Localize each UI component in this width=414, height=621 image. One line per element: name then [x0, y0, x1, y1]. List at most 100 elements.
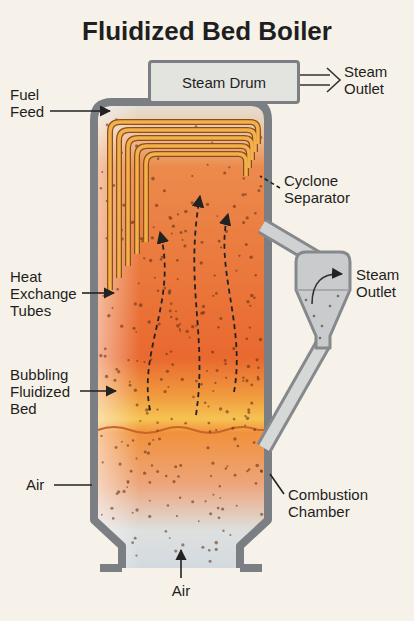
- particle: [107, 314, 110, 317]
- part-label: Fuel Feed: [10, 86, 62, 120]
- label-wrap: Heat Exchange Tubes: [10, 268, 90, 319]
- flow-arrow: [224, 214, 236, 392]
- particle: [256, 358, 259, 361]
- particle: [170, 418, 172, 420]
- cyclone-seam: [296, 289, 350, 291]
- particle: [155, 204, 158, 207]
- particle: [192, 396, 194, 398]
- particle: [156, 422, 158, 424]
- particle: [218, 240, 221, 243]
- particle: [253, 296, 256, 299]
- particle: [321, 325, 324, 328]
- particle: [135, 457, 137, 459]
- particle: [218, 516, 221, 519]
- part-label: Steam Outlet: [344, 63, 406, 97]
- particle: [112, 517, 115, 520]
- particle: [102, 461, 104, 463]
- leader-line: [270, 474, 284, 494]
- particle: [244, 425, 246, 427]
- particle: [224, 363, 227, 366]
- particle: [116, 288, 118, 290]
- particle: [219, 497, 221, 499]
- particle: [184, 422, 187, 425]
- particle: [117, 370, 120, 373]
- particle: [260, 469, 263, 472]
- particle: [195, 380, 198, 383]
- tube-outline: [128, 138, 252, 266]
- particle: [169, 310, 172, 313]
- particle: [161, 256, 164, 259]
- particle: [165, 530, 168, 533]
- label-wrap: Steam Outlet: [344, 63, 406, 97]
- particle: [181, 543, 184, 546]
- particle: [207, 405, 209, 407]
- steam-drum: Steam Drum: [148, 60, 300, 104]
- particle: [110, 507, 113, 510]
- particle: [104, 355, 107, 358]
- particle: [198, 520, 200, 522]
- particle: [217, 326, 219, 328]
- particle: [151, 177, 155, 181]
- particle: [329, 305, 332, 308]
- particle: [132, 439, 134, 441]
- particle: [206, 203, 209, 206]
- particle: [219, 317, 222, 320]
- label-wrap: Fuel Feed: [10, 86, 62, 120]
- particle: [101, 171, 103, 173]
- particle: [219, 485, 221, 487]
- particle: [246, 416, 249, 419]
- particle: [139, 303, 143, 307]
- particle: [131, 541, 134, 544]
- particle: [134, 302, 137, 305]
- particle: [209, 560, 212, 563]
- tube: [146, 154, 246, 242]
- tube: [137, 146, 249, 254]
- return-leg-pipe-core: [264, 344, 323, 448]
- particle: [176, 515, 178, 517]
- particle: [154, 277, 156, 279]
- particle: [168, 216, 170, 218]
- leader-arrow: [82, 292, 114, 294]
- label-wrap: Combustion Chamber: [288, 486, 384, 520]
- particle: [260, 185, 263, 188]
- tube-outline: [119, 130, 255, 278]
- particle: [236, 505, 238, 507]
- particle: [244, 193, 246, 195]
- particle: [220, 246, 222, 248]
- particle: [138, 282, 140, 284]
- tube: [128, 138, 252, 266]
- particle: [200, 383, 203, 386]
- particle: [139, 420, 141, 422]
- particle: [169, 217, 172, 220]
- particle: [129, 381, 131, 383]
- particle: [179, 497, 181, 499]
- particle: [184, 230, 187, 233]
- particle: [156, 470, 159, 473]
- particle: [257, 189, 260, 192]
- particle: [112, 307, 114, 309]
- part-label: Combustion Chamber: [288, 486, 384, 520]
- particle: [221, 507, 224, 510]
- diagram-title: Fluidized Bed Boiler: [0, 16, 414, 47]
- particle: [160, 258, 163, 261]
- particle: [337, 295, 340, 298]
- particle: [253, 441, 256, 444]
- particle: [233, 205, 236, 208]
- particle: [135, 331, 137, 333]
- particle: [182, 239, 184, 241]
- bed-surface: [98, 427, 266, 433]
- particle: [191, 500, 194, 503]
- particle: [209, 512, 212, 515]
- particle: [212, 295, 214, 297]
- particle: [174, 549, 177, 552]
- particle: [214, 274, 216, 276]
- particle: [229, 534, 231, 536]
- particle: [249, 305, 251, 307]
- flow-arrows: [148, 196, 237, 415]
- particle: [225, 410, 228, 413]
- particle: [177, 475, 180, 478]
- particle: [171, 233, 173, 235]
- particle: [102, 295, 104, 297]
- particle: [210, 475, 212, 477]
- particle: [319, 337, 322, 340]
